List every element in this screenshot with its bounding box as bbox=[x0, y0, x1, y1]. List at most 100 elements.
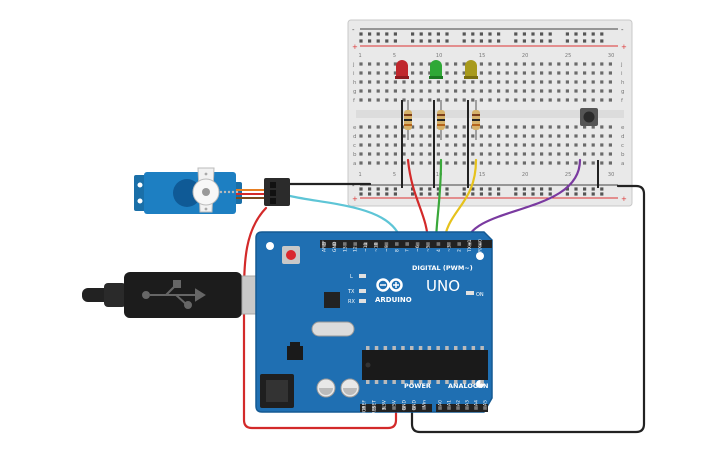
breadboard-hole bbox=[574, 152, 578, 156]
header-pin-hole[interactable] bbox=[374, 242, 378, 246]
header-pin-hole[interactable] bbox=[474, 406, 478, 410]
header-pin-hole[interactable] bbox=[447, 242, 451, 246]
header-pin-hole[interactable] bbox=[436, 242, 441, 246]
header-pin-hole[interactable] bbox=[332, 242, 337, 246]
wire-black-gnd[interactable] bbox=[410, 184, 646, 434]
breadboard-hole bbox=[591, 71, 595, 75]
column-number: 30 bbox=[608, 53, 614, 59]
header-pin-hole[interactable] bbox=[412, 406, 416, 410]
servo-motor[interactable] bbox=[134, 167, 290, 214]
header-pin-hole[interactable] bbox=[465, 406, 469, 410]
chip-leg bbox=[392, 380, 396, 384]
header-pin-hole[interactable] bbox=[384, 242, 389, 246]
rail-hole bbox=[591, 32, 595, 36]
rail-hole bbox=[540, 187, 544, 191]
breadboard-hole bbox=[488, 80, 492, 84]
rail-hole bbox=[376, 187, 380, 191]
breadboard-hole bbox=[419, 71, 423, 75]
breadboard-hole bbox=[514, 152, 518, 156]
header-pin-hole[interactable] bbox=[422, 406, 426, 410]
chip-leg bbox=[374, 380, 379, 384]
header-pin-hole[interactable] bbox=[483, 406, 487, 410]
header-pin-hole[interactable] bbox=[456, 406, 460, 410]
header-pin-hole[interactable] bbox=[478, 242, 482, 246]
header-pin-hole[interactable] bbox=[405, 242, 409, 246]
column-number: 25 bbox=[565, 172, 571, 178]
breadboard-hole bbox=[522, 143, 526, 147]
row-letter: g bbox=[621, 89, 625, 95]
header-pin-hole[interactable] bbox=[362, 406, 366, 410]
breadboard-hole bbox=[479, 80, 483, 84]
header-pin-hole[interactable] bbox=[457, 242, 461, 246]
rail-hole bbox=[522, 187, 526, 191]
led-tx bbox=[359, 289, 366, 293]
breadboard-hole bbox=[497, 161, 501, 165]
header-pin-hole[interactable] bbox=[372, 406, 376, 410]
breadboard-hole bbox=[497, 62, 501, 66]
breadboard-hole bbox=[479, 98, 483, 102]
header-pin-hole[interactable] bbox=[392, 406, 396, 410]
breadboard-hole bbox=[505, 125, 509, 129]
header-pin-hole[interactable] bbox=[363, 242, 368, 246]
breadboard-hole bbox=[574, 161, 578, 165]
breadboard-hole bbox=[479, 161, 483, 165]
header-pin-hole[interactable] bbox=[395, 242, 399, 246]
row-letter: f bbox=[621, 98, 624, 104]
power-header bbox=[360, 404, 432, 412]
breadboard-hole bbox=[548, 98, 552, 102]
breadboard-hole bbox=[565, 89, 569, 93]
rail-hole bbox=[479, 187, 483, 191]
row-letter: j bbox=[620, 62, 623, 68]
breadboard-hole bbox=[540, 98, 544, 102]
breadboard-hole bbox=[479, 89, 483, 93]
resistor-1[interactable] bbox=[404, 100, 412, 140]
resistor-3[interactable] bbox=[472, 100, 480, 140]
breadboard-hole bbox=[471, 80, 475, 84]
wire-red-5v[interactable] bbox=[242, 206, 398, 430]
breadboard-hole bbox=[531, 134, 535, 138]
led-yellow[interactable] bbox=[464, 60, 478, 79]
rail-hole bbox=[522, 192, 526, 196]
breadboard-hole bbox=[376, 80, 380, 84]
header-pin-hole[interactable] bbox=[426, 242, 430, 246]
breadboard-hole bbox=[557, 80, 561, 84]
breadboard-hole bbox=[471, 161, 475, 165]
servo-horn-arm bbox=[219, 190, 239, 194]
header-pin-hole[interactable] bbox=[467, 242, 472, 246]
header-pin-hole[interactable] bbox=[322, 242, 326, 246]
header-pin-hole[interactable] bbox=[382, 406, 386, 410]
rail-hole bbox=[419, 192, 423, 196]
servo-horn-hole bbox=[231, 190, 235, 194]
resistor-2[interactable] bbox=[437, 100, 445, 140]
led-red[interactable] bbox=[395, 60, 409, 79]
pin-label: 3.3V bbox=[382, 399, 388, 410]
breadboard-hole bbox=[454, 98, 458, 102]
breadboard-hole bbox=[436, 134, 440, 138]
breadboard-hole bbox=[565, 62, 569, 66]
servo-connector-pin bbox=[270, 182, 276, 188]
breadboard-hole bbox=[359, 80, 363, 84]
usb-icon bbox=[142, 280, 206, 309]
rail-hole bbox=[479, 39, 483, 43]
breadboard-hole bbox=[376, 98, 380, 102]
breadboard-hole bbox=[359, 143, 363, 147]
led-l bbox=[359, 274, 366, 278]
led-label-tx: TX bbox=[347, 289, 355, 295]
header-pin-hole[interactable] bbox=[438, 406, 442, 410]
push-button[interactable] bbox=[580, 108, 598, 126]
arduino-logo-icon bbox=[376, 278, 403, 292]
breadboard-hole bbox=[488, 143, 492, 147]
header-pin-hole[interactable] bbox=[402, 406, 406, 410]
header-pin-hole[interactable] bbox=[343, 242, 347, 246]
header-pin-hole[interactable] bbox=[353, 242, 357, 246]
breadboard-hole bbox=[565, 98, 569, 102]
breadboard-hole bbox=[583, 98, 587, 102]
header-pin-hole[interactable] bbox=[415, 242, 420, 246]
resistor-1-band bbox=[404, 124, 412, 126]
reset-button[interactable] bbox=[286, 250, 296, 260]
header-pin-hole[interactable] bbox=[447, 406, 451, 410]
led-green[interactable] bbox=[429, 60, 443, 79]
